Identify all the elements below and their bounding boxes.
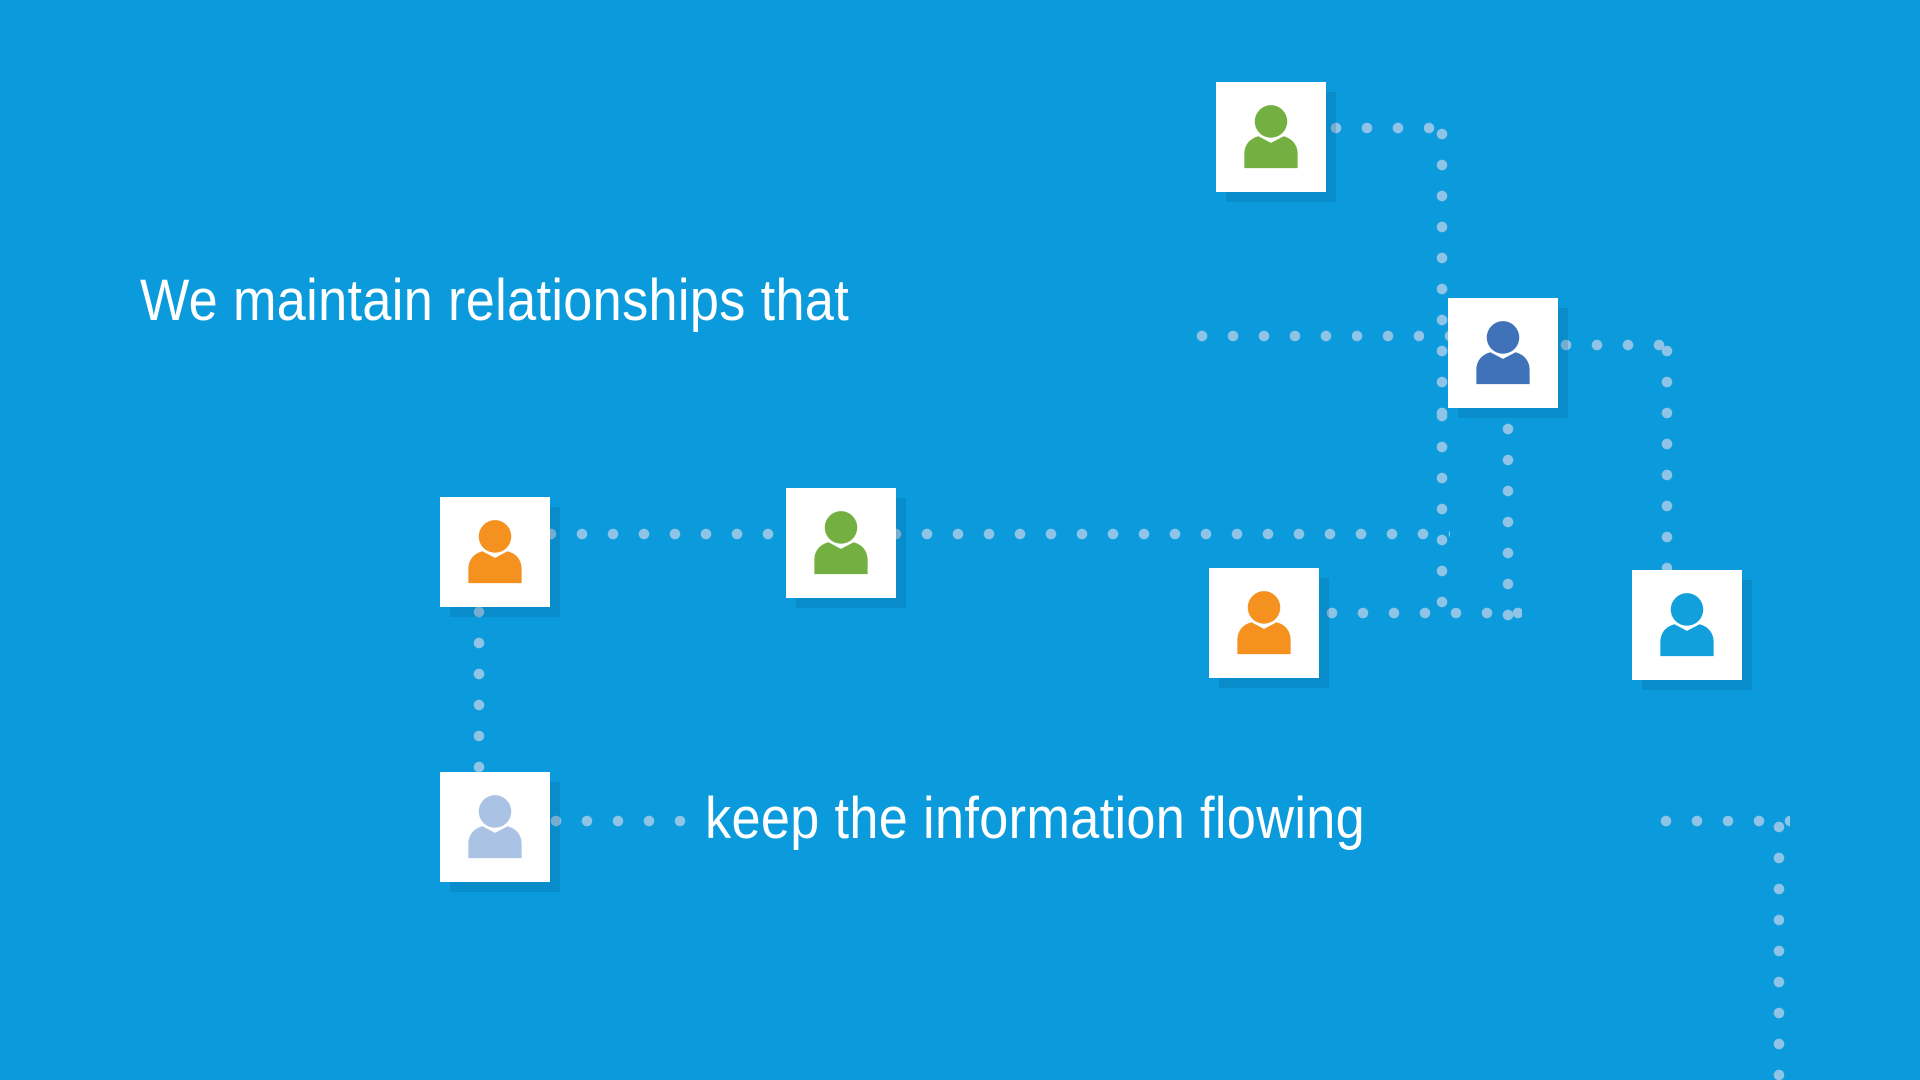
connector-horizontal	[1196, 330, 1452, 342]
connector-vertical	[1502, 392, 1514, 622]
connector-vertical	[1436, 128, 1448, 423]
connector-horizontal	[1660, 815, 1790, 827]
person-icon	[1650, 588, 1724, 662]
connector-horizontal	[1326, 607, 1522, 619]
headline-primary: We maintain relationships that	[140, 268, 850, 333]
person-card-orange-left[interactable]	[440, 497, 550, 607]
person-icon	[458, 790, 532, 864]
person-icon	[804, 506, 878, 580]
connector-horizontal	[1560, 339, 1675, 351]
connector-vertical	[1661, 345, 1673, 570]
person-card-pale-bottom[interactable]	[440, 772, 550, 882]
person-card-green-top[interactable]	[1216, 82, 1326, 192]
connector-horizontal	[545, 528, 785, 540]
connector-horizontal	[890, 528, 1450, 540]
person-card-cyan-right[interactable]	[1632, 570, 1742, 680]
person-icon	[1466, 316, 1540, 390]
connector-vertical	[473, 606, 485, 778]
person-card-blue-center[interactable]	[1448, 298, 1558, 408]
connector-vertical	[1436, 410, 1448, 610]
connector-horizontal	[1330, 122, 1455, 134]
person-icon	[1234, 100, 1308, 174]
person-card-green-mid[interactable]	[786, 488, 896, 598]
person-card-orange-right[interactable]	[1209, 568, 1319, 678]
person-icon	[458, 515, 532, 589]
person-icon	[1227, 586, 1301, 660]
connector-horizontal	[550, 815, 695, 827]
headline-secondary: keep the information flowing	[705, 786, 1366, 851]
connector-vertical	[1773, 821, 1785, 1080]
